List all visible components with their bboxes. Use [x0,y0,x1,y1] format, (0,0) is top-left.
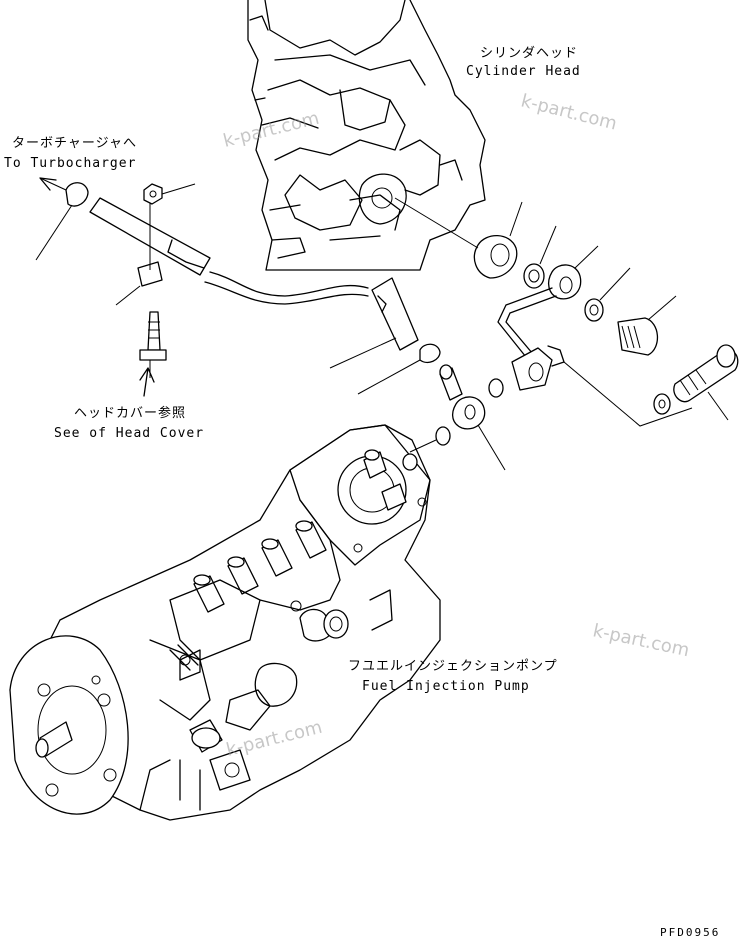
turbo-line-drawing [35,177,441,397]
upper-fittings [394,197,739,427]
pump-en-label: Fuel Injection Pump [362,679,530,694]
pump-jp-label: フユエルインジェクションポンプ [348,659,558,674]
lower-fittings [409,364,506,471]
watermark-3: k-part.com [591,620,691,661]
turbo-jp-label: ターボチャージャへ [12,136,137,151]
turbo-en-label: To Turbocharger [4,156,136,171]
cylinder-head-drawing [247,0,486,271]
head-cover-en-label: See of Head Cover [54,426,204,441]
cylinder-head-jp-label: シリンダヘッド [480,46,578,61]
watermark-2: k-part.com [519,90,619,134]
watermark-1: k-part.com [221,108,321,152]
labels: シリンダヘッド Cylinder Head ターボチャージャへ To Turbo… [4,46,720,939]
cylinder-head-en-label: Cylinder Head [466,64,581,79]
figure-code: PFD0956 [660,926,720,939]
watermark-4: k-part.com [224,717,324,761]
head-cover-jp-label: ヘッドカバー参照 [74,405,186,421]
fuel-pump-drawing [9,424,441,821]
